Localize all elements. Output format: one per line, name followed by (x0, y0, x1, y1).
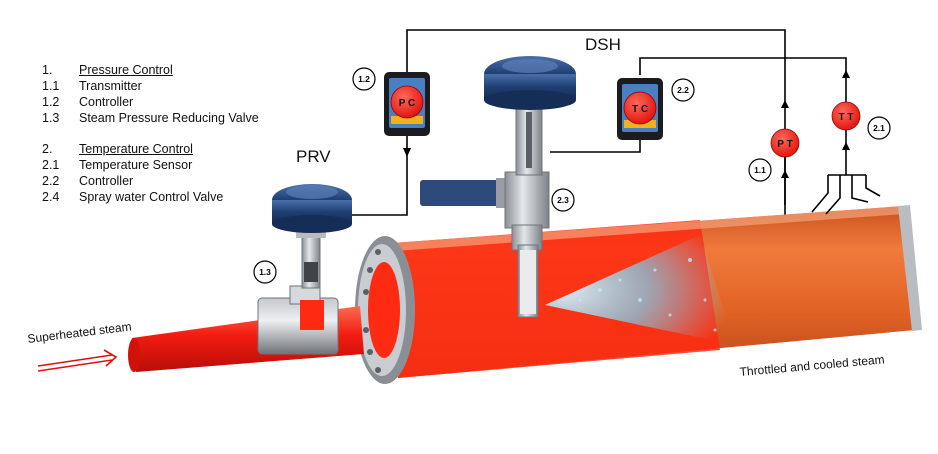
callout-number: 2.3 (557, 195, 569, 205)
legend-number: 2.2 (42, 174, 60, 188)
pc-to-prv-line (338, 135, 408, 216)
callout-2-3: 2.3 (551, 188, 575, 212)
callout-number: 1.3 (259, 267, 271, 277)
legend-heading-temperature: 2. Temperature Control (42, 141, 259, 157)
arrow-icon (403, 148, 411, 157)
hot-steam-zone (380, 220, 720, 378)
pipe-end-rim (898, 205, 922, 331)
legend-number: 2. (42, 142, 53, 156)
dsh-valve (420, 56, 576, 318)
legend-text: Transmitter (79, 79, 142, 93)
pressure-transmitter: P T (770, 128, 800, 158)
legend-item: 2.4 Spray water Control Valve (42, 189, 259, 205)
tc-label: T C (632, 104, 648, 115)
inlet-label: Superheated steam (27, 319, 133, 346)
arrow-icon (842, 70, 850, 78)
flow-arrow-icon (37, 349, 118, 372)
legend-text: Temperature Sensor (79, 158, 193, 172)
legend-text: Spray water Control Valve (79, 190, 224, 204)
legend-number: 1. (42, 63, 53, 77)
tc-to-tt-line (639, 57, 847, 110)
pressure-signal-line (406, 29, 786, 205)
callout-number: 2.1 (873, 123, 885, 133)
legend-text: Steam Pressure Reducing Valve (79, 111, 259, 125)
pt-label: P T (777, 139, 792, 150)
legend-item: 1.3 Steam Pressure Reducing Valve (42, 110, 259, 126)
temperature-transmitter: T T (831, 101, 861, 131)
tc-to-dsh-line (550, 135, 641, 153)
callout-1-2: 1.2 (352, 67, 376, 91)
legend-number: 1.1 (42, 79, 60, 93)
prv-label: PRV (296, 147, 331, 166)
spray-droplets (578, 258, 717, 332)
callout-number: 1.1 (754, 165, 766, 175)
legend-title: Pressure Control (79, 63, 173, 77)
callout-2-1: 2.1 (867, 116, 891, 140)
pressure-controller: P C (384, 72, 430, 136)
arrow-icon (842, 142, 850, 150)
callout-number: 2.2 (677, 85, 689, 95)
legend-number: 1.2 (42, 95, 60, 109)
arrow-heads (403, 70, 850, 178)
legend-title: Temperature Control (79, 142, 193, 156)
pipe-flange (355, 236, 415, 384)
signal-lines (338, 29, 847, 216)
legend-number: 1.3 (42, 111, 60, 125)
legend-number: 2.1 (42, 158, 60, 172)
legend-item: 1.2 Controller (42, 94, 259, 110)
temperature-sensor-probes (811, 174, 881, 215)
prv-valve (257, 184, 352, 355)
callout-number: 1.2 (358, 74, 370, 84)
arrow-icon (781, 100, 789, 108)
legend: 1. Pressure Control 1.1 Transmitter 1.2 … (42, 62, 259, 205)
callout-1-1: 1.1 (748, 158, 772, 182)
dsh-label: DSH (585, 35, 621, 54)
temperature-controller: T C (617, 78, 663, 140)
spray-water-inlet (420, 180, 500, 206)
outlet-label: Throttled and cooled steam (739, 352, 885, 379)
legend-number: 2.4 (42, 190, 60, 204)
pc-label: P C (399, 98, 416, 109)
legend-item: 2.2 Controller (42, 173, 259, 189)
main-pipe (380, 205, 922, 378)
callout-1-3: 1.3 (253, 260, 277, 284)
tt-label: T T (839, 112, 854, 123)
legend-item: 2.1 Temperature Sensor (42, 157, 259, 173)
legend-item: 1.1 Transmitter (42, 78, 259, 94)
legend-text: Controller (79, 174, 134, 188)
callout-2-2: 2.2 (671, 78, 695, 102)
spray-cone (545, 235, 735, 345)
legend-heading-pressure: 1. Pressure Control (42, 62, 259, 78)
legend-text: Controller (79, 95, 134, 109)
arrow-icon (781, 170, 789, 178)
